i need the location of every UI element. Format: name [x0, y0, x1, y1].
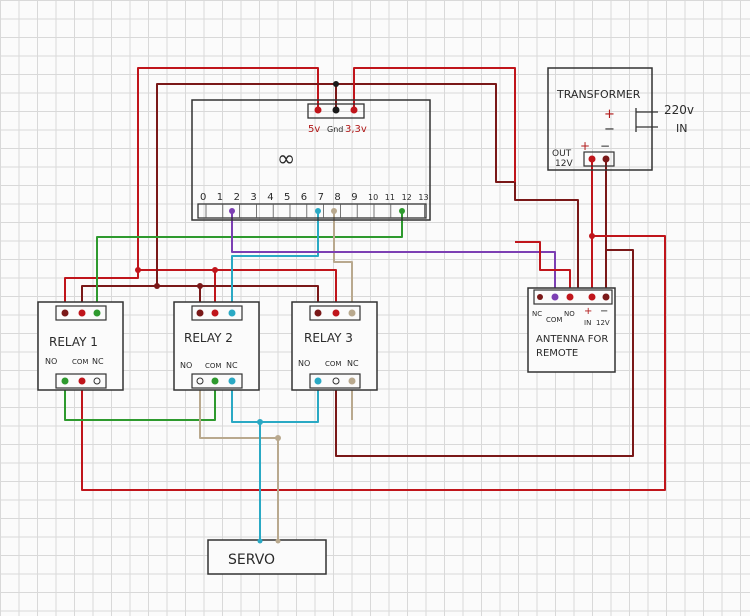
antenna-pin-nc: NC [532, 310, 542, 318]
digital-pin-label-12: 12 [402, 193, 412, 202]
relay-2-no-label: NO [180, 361, 192, 370]
antenna-receiver: NC COM NO + − IN 12V ANTENNA FOR REMOTE [527, 287, 616, 373]
transformer-in-plus: + [604, 107, 615, 122]
transformer-title: TRANSFORMER [556, 88, 641, 101]
transformer-out-plus: + [580, 139, 590, 153]
relay-2-title: RELAY 2 [184, 331, 233, 345]
antenna-pin-no: NO [564, 310, 575, 318]
digital-pin-label-7: 7 [318, 192, 324, 203]
antenna-label-line2: REMOTE [536, 348, 578, 359]
digital-pin-label-8: 8 [334, 192, 340, 203]
pin-2-dot [229, 208, 235, 214]
pin-gnd-label: Gnd [327, 125, 343, 134]
pin-5v-label: 5v [308, 124, 320, 135]
antenna-pin-plus: + [584, 306, 592, 317]
arduino-logo-text: ∞ [277, 147, 295, 172]
transformer-out-header [583, 151, 615, 167]
transformer: TRANSFORMER + − 220v IN OUT 12V + − [547, 67, 694, 171]
digital-pin-label-2: 2 [234, 192, 240, 203]
antenna-outline [527, 287, 616, 373]
transformer-out-label: OUT [552, 149, 572, 159]
pin-5v-dot [314, 106, 322, 114]
relay-1-outline [37, 301, 124, 391]
antenna-pin-12v: 12V [596, 319, 610, 327]
transformer-outline [547, 67, 653, 171]
wire-3v3 [353, 67, 516, 182]
transformer-minus-dot [602, 155, 610, 163]
pin-12-dot [399, 208, 405, 214]
digital-pin-label-11: 11 [385, 193, 395, 202]
digital-pin-label-4: 4 [267, 192, 273, 203]
arduino-power-header [307, 103, 365, 119]
wire-5v-to-relay1-vcc [64, 67, 319, 313]
relay-3: RELAY 3 NO COM NC [291, 301, 378, 391]
relay-1-no-label: NO [45, 357, 57, 366]
wire-vcc-relay3 [215, 269, 337, 313]
relay-2-outline [173, 301, 260, 391]
wires [64, 67, 666, 540]
antenna-label-line1: ANTENNA FOR [536, 334, 608, 345]
transformer-in-minus: − [604, 122, 615, 137]
digital-pin-label-10: 10 [368, 193, 378, 202]
digital-pin-label-5: 5 [284, 192, 290, 203]
relay-1-nc-label: NC [92, 357, 104, 366]
relay-2: RELAY 2 NO COM NC [173, 301, 260, 391]
relay-3-outline [291, 301, 378, 391]
servo-outline [207, 539, 327, 575]
digital-pin-label-1: 1 [217, 192, 223, 203]
wire-relay1-no-relay2-com [64, 381, 216, 421]
pin-gnd-dot [332, 106, 340, 114]
arduino-outline [191, 99, 431, 221]
digital-pin-label-3: 3 [250, 192, 256, 203]
digital-pin-label-0: 0 [200, 192, 206, 203]
transformer-out-voltage: 12V [555, 159, 573, 169]
wire-gnd-relay3-com [335, 249, 634, 457]
relay-3-com-label: COM [325, 360, 341, 368]
relay-3-nc-label: NC [347, 359, 359, 368]
relay-1-com-label: COM [72, 358, 88, 366]
digital-pin-label-9: 9 [351, 192, 357, 203]
pin-7-dot [315, 208, 321, 214]
relay-1-title: RELAY 1 [49, 335, 98, 349]
relay-3-no-label: NO [298, 359, 310, 368]
wire-pin12-relay1-in [96, 212, 403, 313]
wire-pin8-relay3-in [333, 212, 353, 313]
wire-12v-relay1-com [81, 235, 666, 491]
antenna-pin-in: IN [584, 319, 591, 327]
wire-pin7-relay2-in [231, 212, 319, 313]
servo: SERVO [207, 538, 327, 575]
relay-3-title: RELAY 3 [304, 331, 353, 345]
servo-label: SERVO [228, 552, 275, 568]
relay-2-nc-label: NC [226, 361, 238, 370]
transformer-plus-dot [588, 155, 596, 163]
digital-pin-label-6: 6 [301, 192, 307, 203]
relay-1: RELAY 1 NO COM NC [37, 301, 124, 391]
transformer-input-label: IN [676, 122, 687, 135]
transformer-input-voltage: 220v [664, 103, 694, 117]
arduino-digital-header [197, 203, 427, 219]
wire-relay2-no-servo [199, 381, 279, 540]
transformer-out-minus: − [600, 139, 610, 153]
wire-pin2-antenna [231, 212, 556, 297]
wire-relay2-nc-relay3-com [231, 381, 319, 423]
digital-pin-label-13: 13 [418, 193, 428, 202]
wire-gnd-to-relay1 [81, 83, 337, 313]
pin-8-dot [331, 208, 337, 214]
pin-3v3-dot [350, 106, 358, 114]
wire-antenna-no [515, 241, 571, 297]
relay-2-com-label: COM [205, 362, 221, 370]
antenna-pin-minus: − [600, 306, 608, 317]
pin-3v3-label: 3,3v [345, 124, 367, 135]
antenna-pin-com: COM [546, 316, 562, 324]
